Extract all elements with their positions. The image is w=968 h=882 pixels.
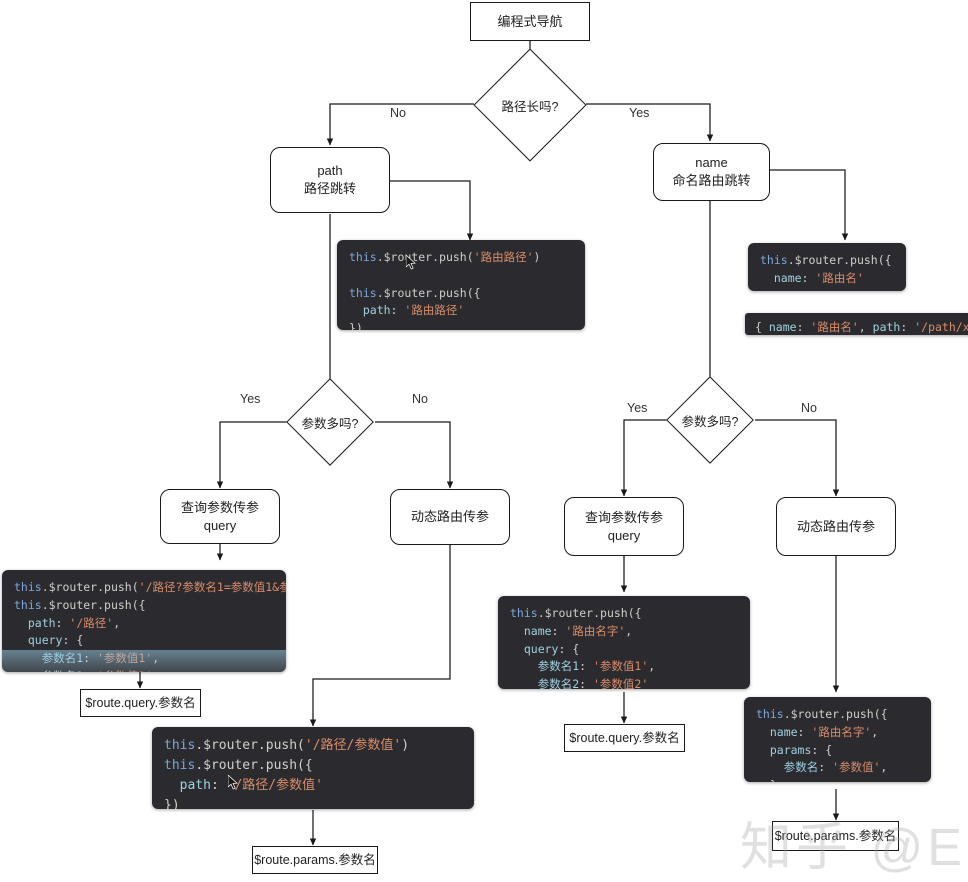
node-query-left[interactable]: 查询参数传参 query <box>160 489 280 544</box>
node-query-left-label-2: query <box>203 517 237 533</box>
code-block-params-right[interactable]: this.$router.push({ name: '路由名字', params… <box>744 697 931 782</box>
result-route-params-left[interactable]: $route.params.参数名 <box>252 846 378 874</box>
edge-label-top-yes: Yes <box>629 106 650 120</box>
result-route-params-left-label: $route.params.参数名 <box>254 852 376 867</box>
node-start[interactable]: 编程式导航 <box>470 2 590 41</box>
edge-label-left-yes: Yes <box>240 392 261 406</box>
node-name-jump[interactable]: name 命名路由跳转 <box>653 143 770 201</box>
decision-params-right-label: 参数多吗? <box>681 414 739 429</box>
code-block-params-left[interactable]: this.$router.push('/路径/参数值') this.$route… <box>152 727 474 809</box>
edge-label-left-no: No <box>412 392 428 406</box>
node-query-right-label-2: query <box>607 527 641 543</box>
node-path-jump-label-1: path <box>317 163 343 179</box>
node-start-label: 编程式导航 <box>497 13 563 29</box>
result-route-params-right-label: $route.params.参数名 <box>774 828 897 843</box>
result-route-query-right-label: $route.query.参数名 <box>569 730 680 745</box>
decision-path-length[interactable]: 路径长吗? <box>473 48 587 162</box>
code-block-name-push[interactable]: this.$router.push({ name: '路由名' }) <box>748 243 906 291</box>
decision-params-left[interactable]: 参数多吗? <box>286 378 374 466</box>
node-dynamic-left-label: 动态路由传参 <box>410 509 489 525</box>
result-route-query-left-label: $route.query.参数名 <box>85 695 196 710</box>
node-dynamic-left[interactable]: 动态路由传参 <box>390 489 510 545</box>
node-dynamic-right-label: 动态路由传参 <box>796 518 875 534</box>
node-path-jump-label-2: 路径跳转 <box>303 181 356 196</box>
node-name-jump-label-1: name <box>695 155 728 171</box>
node-query-right[interactable]: 查询参数传参 query <box>564 497 684 556</box>
node-dynamic-right[interactable]: 动态路由传参 <box>776 497 896 556</box>
code-block-query-left[interactable]: this.$router.push('/路径?参数名1=参数值1&参数2=参数值… <box>2 570 286 672</box>
edge-label-right-yes: Yes <box>627 401 648 415</box>
decision-params-right[interactable]: 参数多吗? <box>666 376 754 464</box>
decision-path-length-label: 路径长吗? <box>501 99 559 114</box>
node-name-jump-label-2: 命名路由跳转 <box>672 173 751 188</box>
code-block-query-right[interactable]: this.$router.push({ name: '路由名字', query:… <box>498 596 750 689</box>
node-path-jump[interactable]: path 路径跳转 <box>270 147 390 213</box>
code-block-path-push[interactable]: this.$router.push('路由路径') this.$router.p… <box>337 240 585 330</box>
node-query-right-label-1: 查询参数传参 <box>584 509 663 525</box>
code-block-name-inline[interactable]: { name: '路由名', path: '/path/xxx', <box>745 313 968 335</box>
edge-label-right-no: No <box>801 401 817 415</box>
result-route-query-left[interactable]: $route.query.参数名 <box>80 689 201 717</box>
result-route-params-right[interactable]: $route.params.参数名 <box>772 821 899 851</box>
node-query-left-label-1: 查询参数传参 <box>180 499 259 515</box>
result-route-query-right[interactable]: $route.query.参数名 <box>564 724 685 752</box>
edge-label-top-no: No <box>390 106 406 120</box>
decision-params-left-label: 参数多吗? <box>301 416 359 431</box>
